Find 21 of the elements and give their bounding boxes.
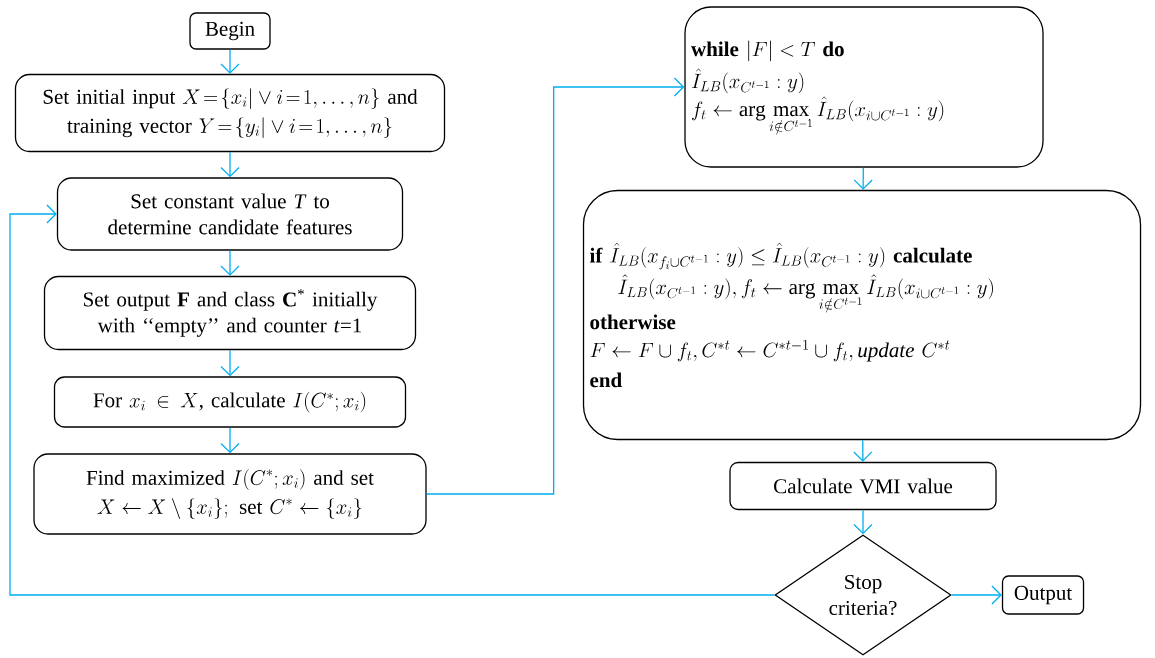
arrow	[853, 167, 873, 190]
arrow	[220, 49, 240, 74]
process-box: Set constant value T to determine candidate features	[56, 177, 404, 251]
arrow	[853, 439, 873, 462]
process-box: $\begin{gathered}\text{Find maximized }I(C^*;x_i)\text{ and set}\\ X\leftarrow X\setminus\{x_i\};\text{ set }C^*\leftarrow\{x_i\}\end{gathered}$	[33, 453, 427, 535]
process-box: $\textbf{if }\hat{I}_{LB}(x_{f_i\cup C^{t-1}}:y)\le\hat{I}_{LB}(x_{C^{t-1}}:y)\textbf{ calculate}$ $\hat{I}_{LB}(x_{C^{t-1}}:y),f_t\leftarrow\arg\max_{i\notin C^{t-1}}\hat{I}_{LB}(x_{i\cup C^{t-1}}:y)$ otherwise $F\leftarrow F\cup f_t,C^{*t}\leftarrow C^{*t-1}\cup f_t,\mathit{update}\ C^{*t}$ end	[582, 189, 1142, 441]
arrow	[951, 585, 1002, 605]
process-box: $\text{For }x_i\in X\text{, calculate }I(C^*;x_i)$	[53, 376, 407, 428]
arrow	[426, 77, 685, 495]
arrow	[220, 349, 240, 377]
terminal-box: Begin	[189, 12, 271, 50]
terminal-box: Output	[1001, 575, 1085, 615]
process-box: Calculate VMI value	[729, 461, 997, 511]
process-box: $\begin{gathered}\text{Set initial input }X\!=\!\{x_i|\vee i\!=\!1,\ldots,n\}\text{ and}\\ \text{training vector }Y\!=\!\{y_i|\vee i\!=\!1,\ldots,n\}\end{gathered}$	[14, 73, 446, 153]
process-box: $\textbf{while }|F|<T\textbf{ do}$ $\hat{I}_{LB}(x_{C^{t-1}}:y)$ $f_t\leftarrow\arg\max_{i\notin C^{t-1}}\hat{I}_{LB}(x_{i\cup C^{t-1}}:y)$	[684, 6, 1044, 168]
arrow	[220, 427, 240, 454]
arrow	[220, 250, 240, 276]
process-box: Set output F and class C$^{*}$ initially with ‘‘empty’’ and counter t=1	[43, 275, 417, 351]
arrow	[853, 509, 873, 535]
arrow	[9, 204, 775, 596]
arrow	[220, 151, 240, 178]
